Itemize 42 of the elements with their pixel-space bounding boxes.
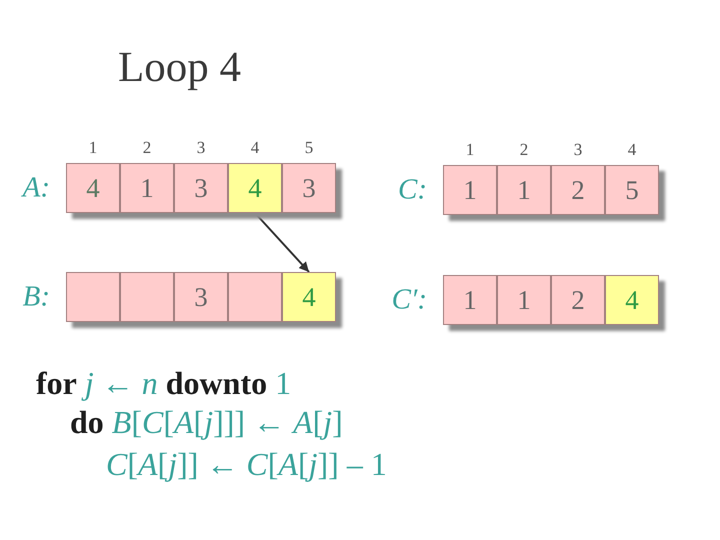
index-number: 3 [196,139,206,156]
array-label: A: [22,174,50,202]
pseudocode-line: do B[C[A[j]]] ← A[j] [70,403,343,442]
cell-value: 1 [463,176,477,204]
index-number: 5 [304,139,314,156]
index-number: 4 [250,139,260,156]
pseudocode-line: C[A[j]] ← C[A[j]] – 1 [106,445,387,484]
cell-value: 1 [140,174,154,202]
index-number: 1 [88,139,98,156]
array-label: C′: [392,286,427,314]
array-label: C: [398,176,427,204]
cell-value: 4 [248,174,262,202]
index-number: 3 [574,141,582,158]
cell-value: 3 [194,284,208,310]
slide-title: Loop 4 [118,44,242,92]
pseudocode-line: for j ← n downto 1 [36,364,292,402]
cell-value: 3 [302,174,316,202]
array-cell [120,272,174,322]
array-cell [551,275,605,325]
cell-value: 1 [517,286,531,314]
cell-value: 1 [463,286,477,314]
cell-value: 4 [625,286,639,314]
array-cell [443,275,497,325]
cell-value: 2 [571,286,585,314]
index-number: 2 [520,141,528,158]
array-cell [228,272,282,322]
cell-value: 1 [517,176,531,204]
cell-value: 4 [86,174,100,202]
array-cell [605,275,659,325]
array-label: B: [22,282,50,312]
arrow [254,212,310,273]
cell-value: 5 [625,176,639,204]
index-number: 1 [466,141,474,158]
array-cell [282,272,336,322]
cell-value: 3 [194,174,208,202]
cell-value: 4 [302,284,316,310]
array-cell [66,272,120,322]
array-cell [497,275,551,325]
index-number: 2 [142,139,152,156]
cell-value: 2 [571,176,585,204]
index-number: 4 [628,141,636,158]
array-cell [174,272,228,322]
